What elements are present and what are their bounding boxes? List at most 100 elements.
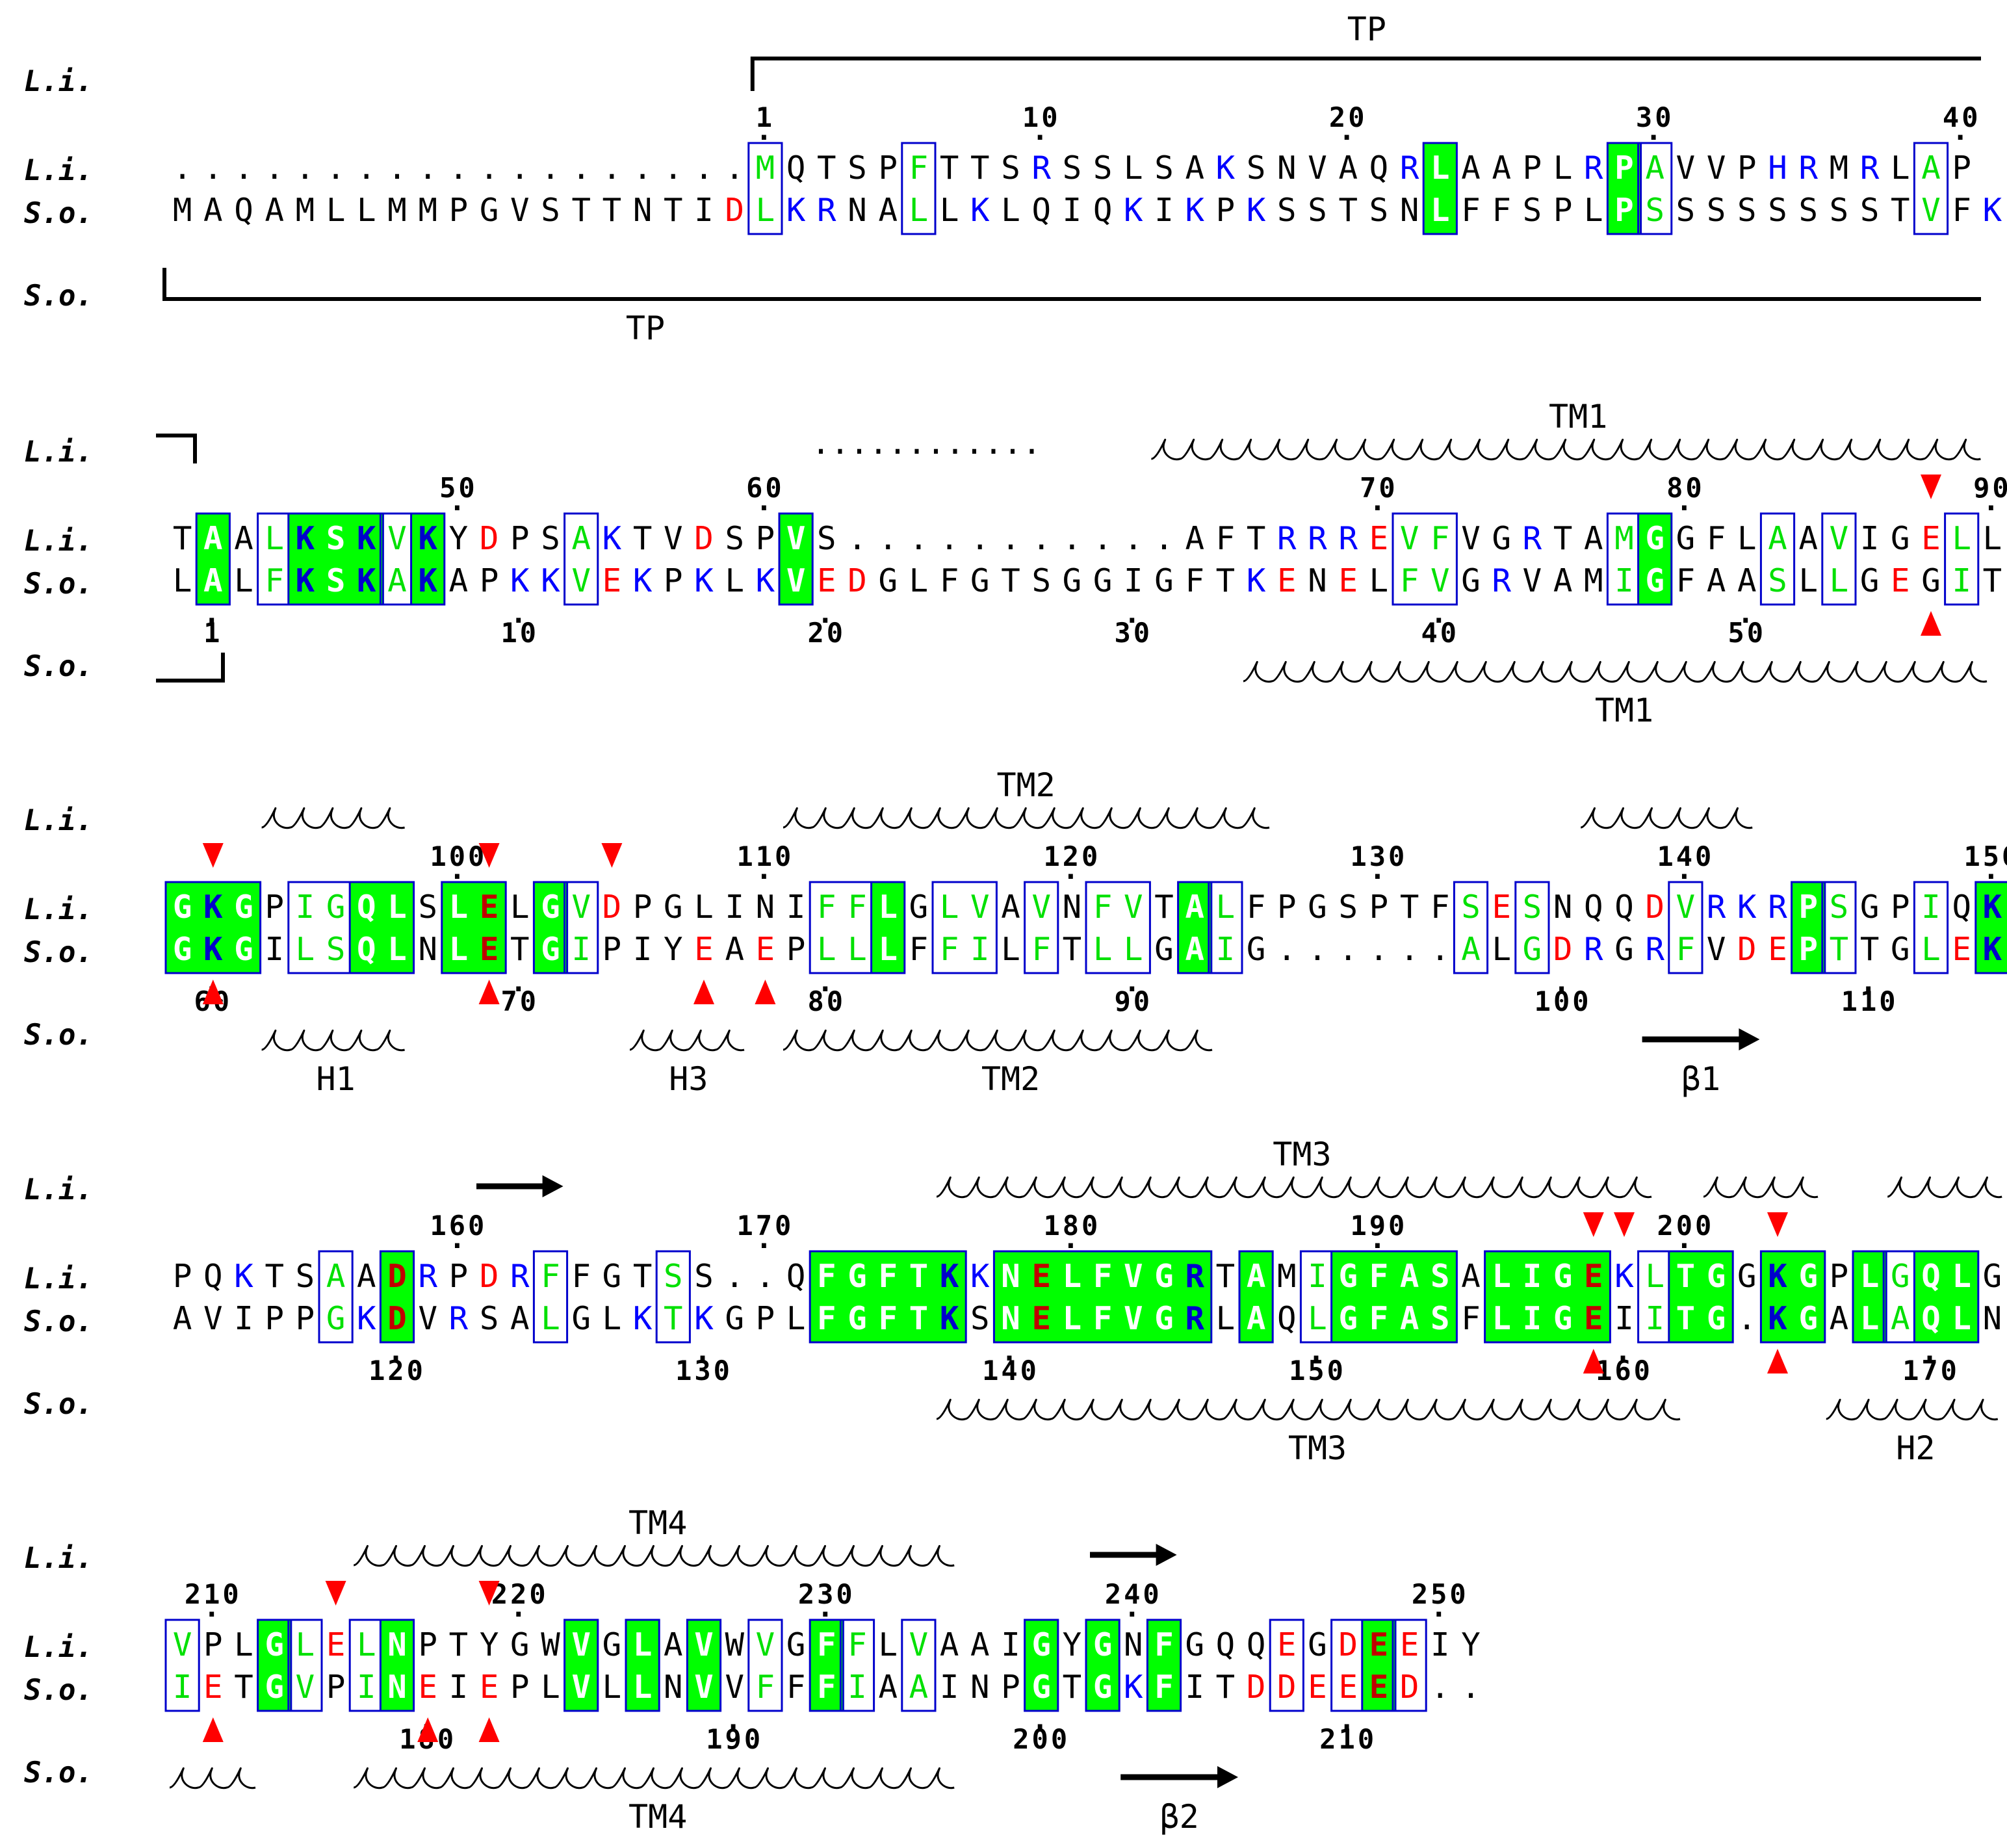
residue-so: K xyxy=(1124,192,1143,229)
residue-li: G xyxy=(1308,889,1327,926)
residue-li: P xyxy=(878,150,898,187)
helix-TM1 xyxy=(1243,661,1988,683)
residue-li: T xyxy=(940,150,959,187)
helix-label: TM4 xyxy=(628,1504,687,1542)
residue-so: F xyxy=(1369,1300,1389,1337)
residue-so: V xyxy=(296,1669,315,1706)
residue-so: L xyxy=(1921,931,1941,968)
residue-li: G xyxy=(1737,1258,1757,1295)
residue-li: . xyxy=(234,150,253,187)
transit-peptide-bracket-so xyxy=(162,268,1981,301)
residue-li: P xyxy=(418,1626,437,1663)
residue-li: P xyxy=(203,1626,223,1663)
position-dot-li: . xyxy=(1063,853,1081,885)
residue-so: G xyxy=(571,1300,591,1337)
residue-li: A xyxy=(357,1258,376,1295)
position-number-so: 70 xyxy=(501,985,539,1017)
residue-li: L xyxy=(387,889,407,926)
strand-label: β2 xyxy=(1159,1798,1198,1836)
residue-li: F xyxy=(878,1258,898,1295)
residue-so: K xyxy=(756,562,775,599)
residue-li: D xyxy=(387,1258,407,1295)
identity-box xyxy=(1330,1250,1458,1344)
residue-li: A xyxy=(1461,1258,1481,1295)
residue-li: L xyxy=(1431,150,1450,187)
residue-so: K xyxy=(418,562,437,599)
label-li-seq: L.i. xyxy=(24,893,93,926)
residue-so: F xyxy=(1461,192,1481,229)
position-number-li: 30 xyxy=(1636,101,1674,133)
residue-so: A xyxy=(1461,931,1481,968)
similarity-box xyxy=(1668,881,1703,974)
residue-li: A xyxy=(203,520,223,557)
residue-li: K xyxy=(1983,889,2002,926)
residue-so: P xyxy=(664,562,683,599)
position-dot-li: . xyxy=(1369,1223,1388,1255)
bracket-end-li xyxy=(156,434,197,463)
residue-li: A xyxy=(1247,1258,1266,1295)
residue-so: T xyxy=(1001,562,1020,599)
residue-li: S xyxy=(1001,150,1020,187)
residue-so: L xyxy=(1001,192,1020,229)
residue-li: . xyxy=(265,150,284,187)
identity-box xyxy=(686,1619,722,1712)
helix-coil xyxy=(936,1177,1652,1199)
residue-so: . xyxy=(1277,931,1297,968)
position-number-so: 20 xyxy=(808,617,846,649)
strand-head xyxy=(542,1175,563,1197)
residue-li: G xyxy=(1338,1258,1358,1295)
residue-so: G xyxy=(326,1300,346,1337)
identity-box xyxy=(287,512,384,606)
residue-li: E xyxy=(1369,520,1389,557)
residue-so: P xyxy=(602,931,622,968)
residue-li: T xyxy=(449,1626,469,1663)
marker-up-triangle xyxy=(755,980,776,1004)
residue-so: A xyxy=(510,1300,530,1337)
residue-so: A xyxy=(1707,562,1726,599)
residue-li: . xyxy=(510,150,530,187)
residue-so: I xyxy=(1154,192,1174,229)
position-number-li: 180 xyxy=(1043,1210,1100,1242)
position-number-so: 100 xyxy=(1534,985,1592,1017)
residue-li: Q xyxy=(1247,1626,1266,1663)
residue-li: . xyxy=(1001,520,1020,557)
residue-so: S xyxy=(1737,192,1757,229)
residue-li: . xyxy=(756,1258,775,1295)
residue-li: F xyxy=(817,889,836,926)
residue-so: F xyxy=(265,562,284,599)
residue-so: S xyxy=(480,1300,499,1337)
residue-li: . xyxy=(541,150,560,187)
residue-so: Q xyxy=(1031,192,1051,229)
residue-so: I xyxy=(357,1669,376,1706)
residue-li: A xyxy=(1338,150,1358,187)
residue-so: S xyxy=(1277,192,1297,229)
residue-li: P xyxy=(449,1258,469,1295)
helix-segment xyxy=(169,1767,256,1789)
helix-coil xyxy=(353,1767,955,1789)
residue-li: G xyxy=(1983,1258,2002,1295)
residue-so: G xyxy=(1154,1300,1174,1337)
residue-so: P xyxy=(510,1669,530,1706)
helix-coil xyxy=(1580,807,1753,829)
residue-li: . xyxy=(940,520,959,557)
residue-so: R xyxy=(449,1300,469,1337)
position-dot-li: . xyxy=(756,485,775,517)
identity-box xyxy=(164,881,262,974)
position-number-li: 170 xyxy=(736,1210,794,1242)
position-dot-li: . xyxy=(449,853,468,885)
similarity-box xyxy=(747,1619,783,1712)
residue-so: F xyxy=(817,1669,836,1706)
residue-so: E xyxy=(1338,1669,1358,1706)
marker-up-triangle xyxy=(1583,1349,1604,1373)
residue-li: N xyxy=(1001,1258,1020,1295)
position-number-so: 40 xyxy=(1421,617,1460,649)
position-number-li: 200 xyxy=(1657,1210,1714,1242)
residue-li: L xyxy=(296,1626,315,1663)
residue-li: A xyxy=(1185,520,1204,557)
position-number-so: 210 xyxy=(1319,1723,1377,1755)
residue-so: T xyxy=(1983,562,2002,599)
residue-so: . xyxy=(1461,1669,1481,1706)
position-dot-so: . xyxy=(203,597,222,629)
residue-li: R xyxy=(1707,889,1726,926)
residue-so: L xyxy=(817,931,836,968)
